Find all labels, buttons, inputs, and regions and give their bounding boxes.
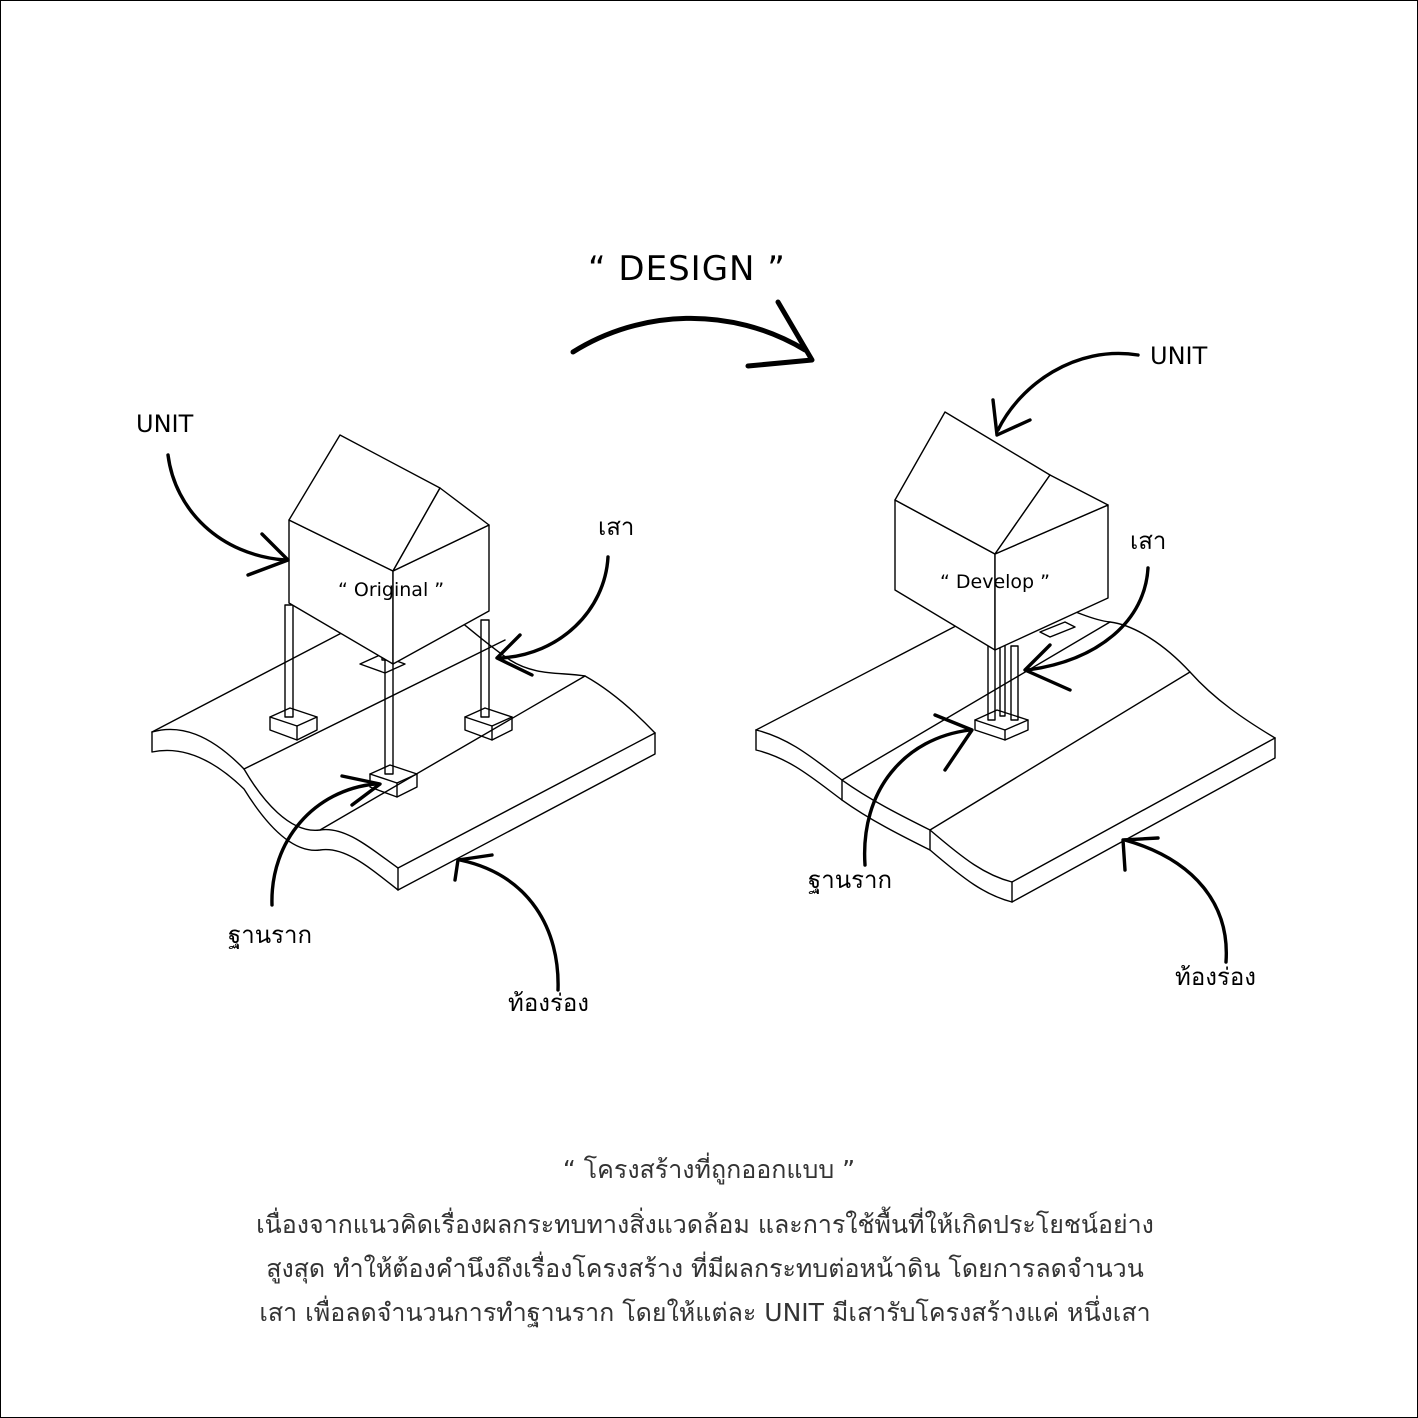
caption-line: สูงสุด ทำให้ต้องคำนึงถึงเรื่องโครงสร้าง … — [266, 1254, 1144, 1283]
design-label: “ DESIGN ” — [588, 249, 786, 289]
caption-body: เนื่องจากแนวคิดเรื่องผลกระทบทางสิ่งแวดล้… — [200, 1203, 1210, 1335]
original-foundation-label: ฐานราก — [228, 921, 313, 949]
original-pillar-label: เสา — [598, 513, 635, 541]
original-name-label: “ Original ” — [338, 579, 445, 601]
design-arrow — [570, 299, 815, 369]
caption-line: เสา เพื่อลดจำนวนการทำฐานราก โดยให้แต่ละ … — [259, 1298, 1151, 1327]
develop-trench-label: ท้องร่อง — [1175, 963, 1256, 991]
original-house-unit — [288, 434, 490, 665]
develop-arrows — [862, 351, 1228, 964]
develop-house-unit — [894, 411, 1109, 651]
develop-name-label: “ Develop ” — [940, 571, 1050, 593]
caption-title: “ โครงสร้างที่ถูกออกแบบ ” — [562, 1155, 856, 1184]
caption-line: เนื่องจากแนวคิดเรื่องผลกระทบทางสิ่งแวดล้… — [256, 1210, 1154, 1239]
original-unit-label: UNIT — [136, 410, 194, 438]
develop-pillar-label: เสา — [1130, 527, 1167, 555]
original-trench-label: ท้องร่อง — [508, 989, 589, 1017]
develop-unit-label: UNIT — [1150, 342, 1208, 370]
original-arrows — [166, 453, 610, 992]
develop-foundation-label: ฐานราก — [808, 866, 893, 894]
